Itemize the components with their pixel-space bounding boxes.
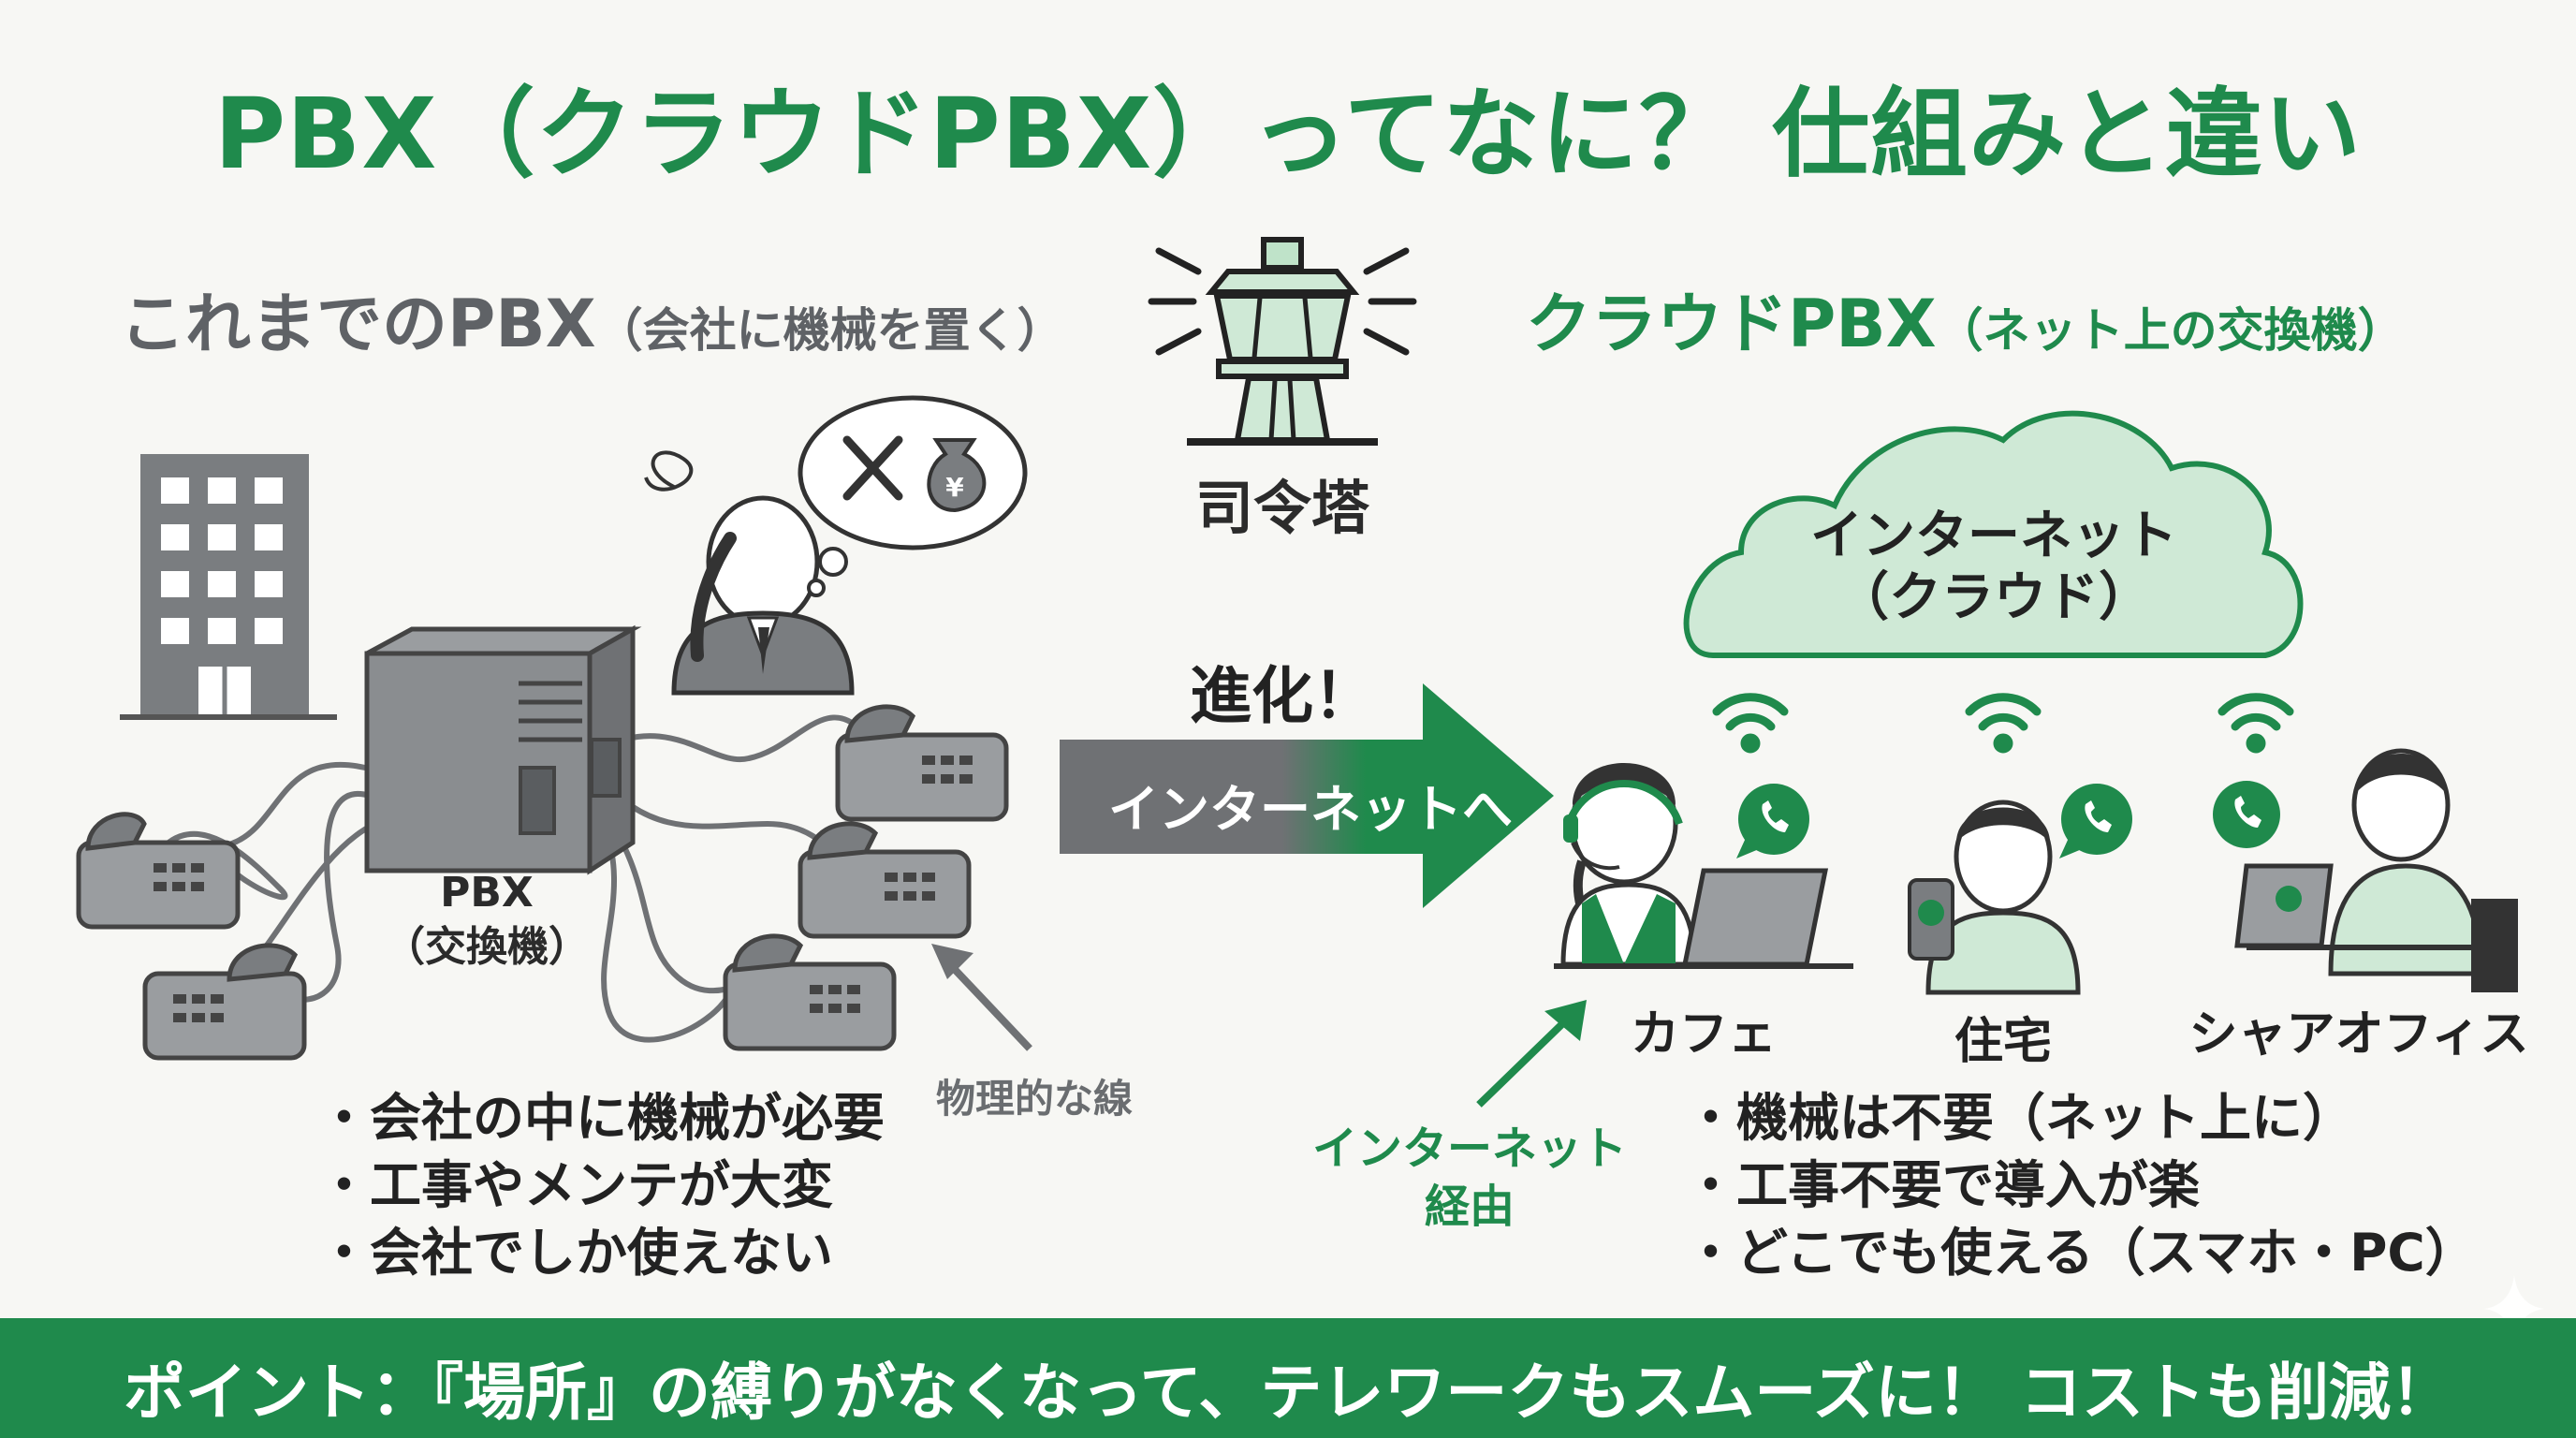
svg-text:¥: ¥ <box>945 472 964 503</box>
evolution-arrow <box>1060 683 1554 908</box>
pbx-label-line2: （交換機） <box>384 923 590 971</box>
sparkle-icon <box>2484 1275 2544 1318</box>
legacy-pbx-heading-main: これまでのPBX <box>120 286 596 362</box>
cloud-pbx-heading-sub: （ネット上の交換機） <box>1936 303 2405 358</box>
location-label-home: 住宅 <box>1954 1014 2052 1070</box>
desk-phone-icons <box>76 704 1009 1061</box>
pbx-exchange-icon <box>364 624 642 875</box>
via-internet-label: インターネット 経由 <box>1301 1120 1638 1236</box>
control-tower-icon <box>1148 237 1417 446</box>
evolution-arrow-label: インターネットへ <box>1108 780 1513 839</box>
footer-point-text: ポイント：『場所』の縛りがなくなって、テレワークもスムーズに！ コストも削減！ <box>123 1357 2453 1429</box>
pbx-label: PBX （交換機） <box>365 866 608 975</box>
cloud-pbx-heading: クラウドPBX（ネット上の交換機） <box>1526 271 2405 366</box>
list-item: 機械は不要（ネット上に） <box>1685 1084 2477 1152</box>
location-label-shared-office: シャアオフィス <box>2188 1006 2529 1063</box>
location-label-cafe: カフェ <box>1630 1006 1777 1063</box>
legacy-pbx-bullet-list: 会社の中に機械が必要 工事やメンテが大変 会社でしか使えない <box>318 1084 885 1286</box>
wifi-icons <box>1712 693 2294 754</box>
page-title: PBX（クラウドPBX）ってなに？ 仕組みと違い <box>213 77 2363 191</box>
cloud-pbx-heading-main: クラウドPBX <box>1526 286 1937 362</box>
via-internet-label-line1: インターネット <box>1311 1123 1627 1175</box>
physical-cables <box>166 714 864 1043</box>
list-item: どこでも使える（スマホ・PC） <box>1685 1219 2477 1286</box>
shared-office-worker-icon <box>2234 748 2518 992</box>
physical-line-label: 物理的な線 <box>936 1076 1134 1122</box>
footer-banner <box>0 1318 2576 1438</box>
cloud-pbx-bullet-list: 機械は不要（ネット上に） 工事不要で導入が楽 どこでも使える（スマホ・PC） <box>1685 1084 2477 1286</box>
cloud-label: インターネット （クラウド） <box>1778 506 2209 629</box>
home-worker-icon <box>1908 800 2081 995</box>
worried-businessman-icon: ¥ <box>644 395 1028 696</box>
diagram-illustration: ¥ <box>76 237 2544 1318</box>
via-internet-arrow <box>1476 1000 1587 1108</box>
cafe-worker-icon <box>1554 763 1853 969</box>
legacy-pbx-heading: これまでのPBX（会社に機械を置く） <box>120 271 1064 366</box>
list-item: 工事やメンテが大変 <box>318 1152 885 1219</box>
list-item: 会社でしか使えない <box>318 1219 885 1286</box>
list-item: 会社の中に機械が必要 <box>318 1084 885 1152</box>
physical-line-pointer-arrow <box>931 944 1032 1051</box>
list-item: 工事不要で導入が楽 <box>1685 1152 2477 1219</box>
phone-call-bubble-icons <box>1736 781 2280 858</box>
legacy-pbx-heading-sub: （会社に機械を置く） <box>595 303 1064 358</box>
cloud-label-line1: インターネット <box>1810 506 2177 566</box>
control-tower-label: 司令塔 <box>1194 474 1369 542</box>
office-building-icon <box>120 454 337 720</box>
pbx-label-line1: PBX <box>440 869 534 917</box>
via-internet-label-line2: 経由 <box>1424 1181 1515 1233</box>
evolution-label: 進化！ <box>1190 660 1375 732</box>
internet-cloud-icon <box>1683 410 2304 658</box>
cloud-label-line2: （クラウド） <box>1837 567 2151 628</box>
